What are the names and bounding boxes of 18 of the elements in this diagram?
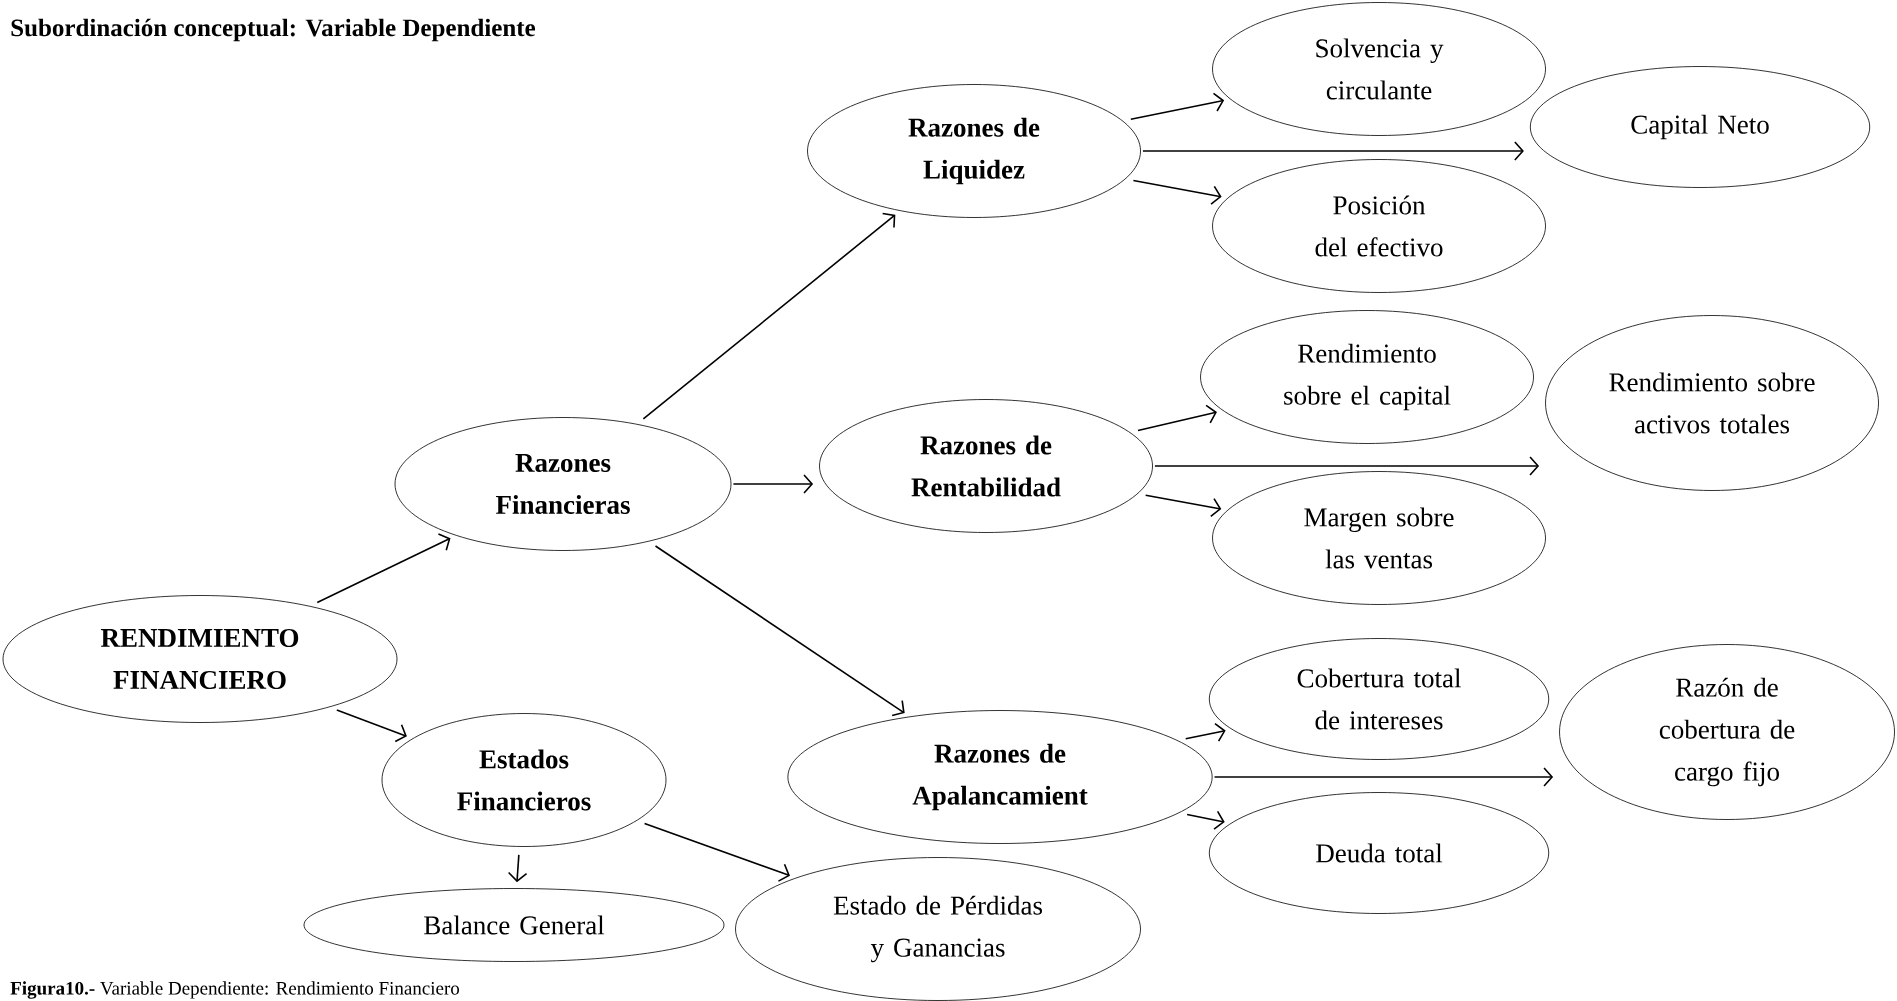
arrow	[1184, 722, 1226, 742]
arrow	[1142, 141, 1524, 161]
arrow	[642, 212, 896, 420]
arrow	[1130, 92, 1225, 121]
arrow	[1132, 179, 1222, 205]
arrow	[732, 474, 814, 494]
arrow	[336, 709, 407, 743]
arrow	[507, 854, 528, 883]
arrow	[316, 533, 451, 604]
arrow	[1144, 494, 1222, 518]
arrow	[1137, 404, 1217, 432]
arrow	[1154, 456, 1540, 476]
arrow	[643, 822, 790, 882]
caption: Figura10.- Variable Dependiente: Rendimiento Financiero	[10, 981, 460, 999]
title: Subordinación conceptual: Variable Dependiente	[11, 18, 536, 42]
arrow	[654, 545, 905, 717]
arrow	[1213, 767, 1554, 787]
arrow	[1186, 810, 1225, 830]
